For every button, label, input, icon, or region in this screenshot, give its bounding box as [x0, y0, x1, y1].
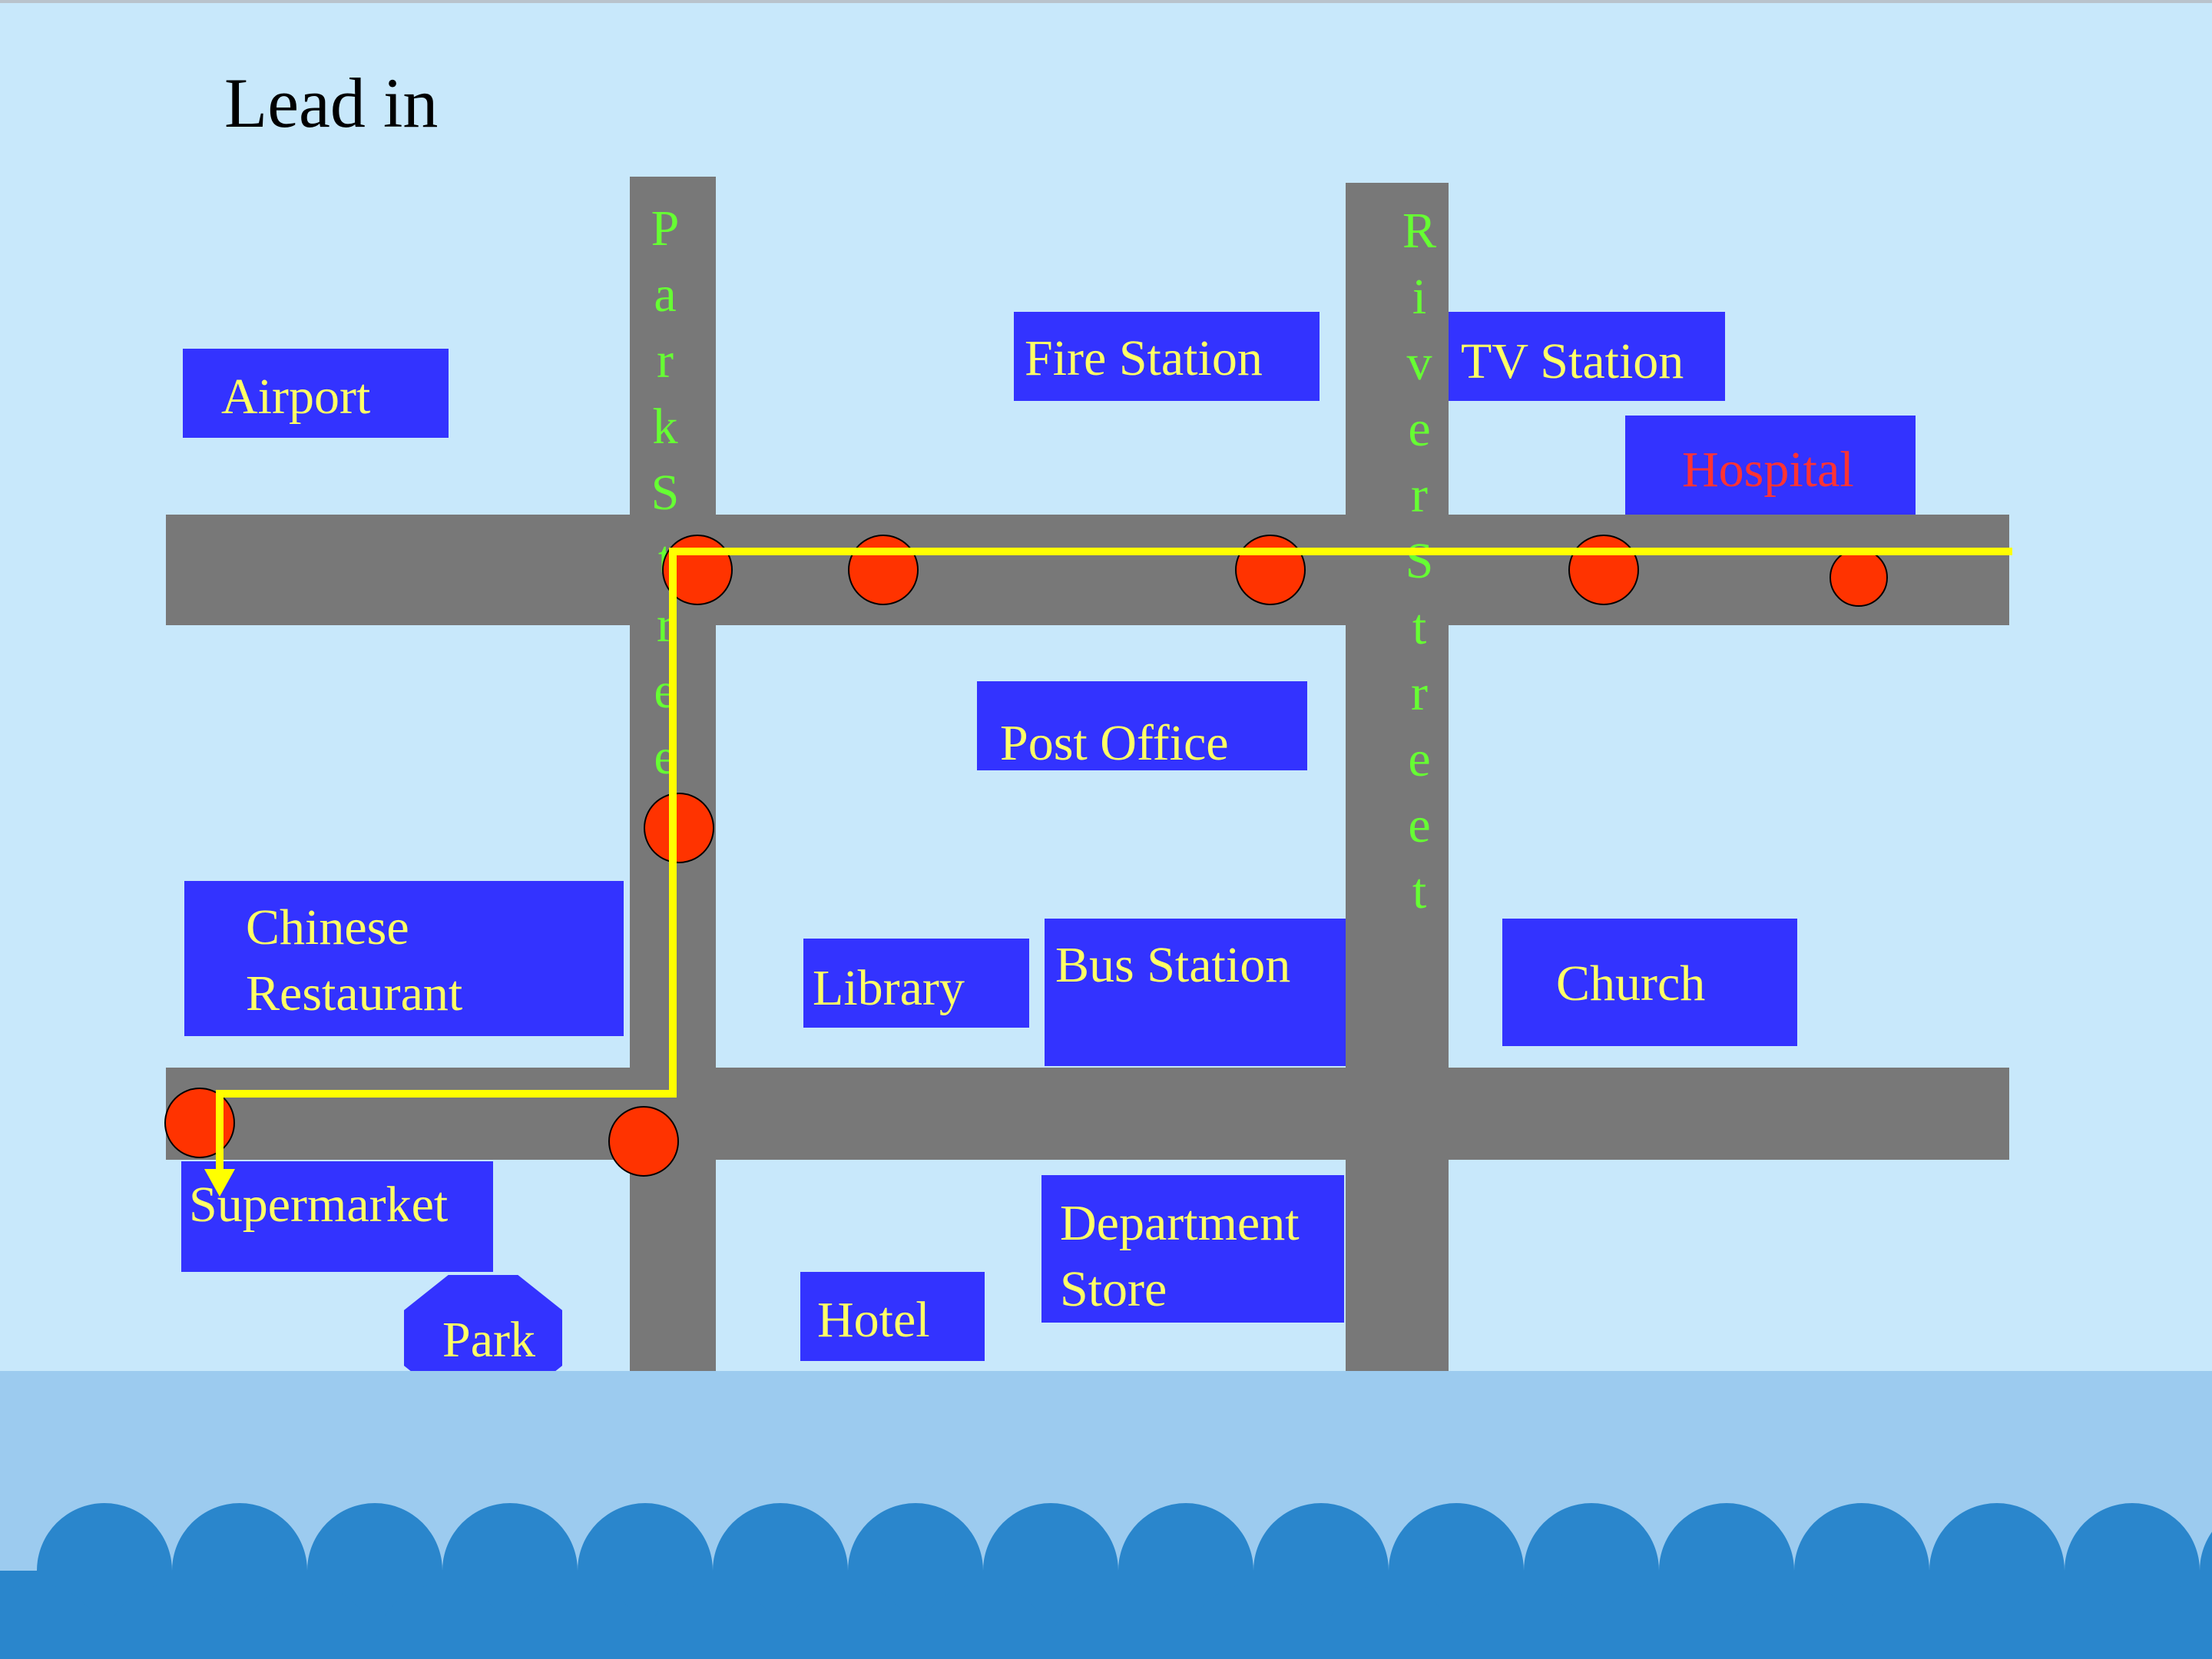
bus-station-box[interactable]: Bus Station	[1045, 919, 1346, 1066]
hotel-label: Hotel	[817, 1292, 930, 1348]
bus-stops	[164, 535, 1888, 1177]
wave-icon	[375, 1584, 510, 1659]
wave-icon	[1186, 1584, 1321, 1659]
river-street-letter: e	[1408, 731, 1431, 787]
wave-icon	[0, 1584, 104, 1659]
river-street-letter: t	[1412, 863, 1427, 919]
airport-label: Airport	[221, 369, 371, 425]
church-label: Church	[1556, 955, 1706, 1012]
chinese-restaurant-line-1: Chinese	[246, 899, 409, 955]
slide-title: Lead in	[224, 64, 439, 142]
wave-icon	[1456, 1584, 1591, 1659]
park-label: Park	[442, 1312, 535, 1368]
park-street-letter: a	[654, 267, 677, 323]
chinese-restaurant-line-2: Restaurant	[246, 965, 463, 1022]
river-street-letter: R	[1402, 203, 1437, 259]
bus-station-label: Bus Station	[1055, 937, 1291, 993]
airport-box[interactable]: Airport	[183, 349, 449, 438]
wave-icon	[645, 1584, 780, 1659]
river-street-letter: v	[1406, 335, 1432, 391]
wave-icon	[916, 1584, 1051, 1659]
river-street-letter: r	[1411, 467, 1428, 523]
church-box[interactable]: Church	[1502, 919, 1797, 1046]
post-office-label: Post Office	[1000, 715, 1229, 771]
bus-stop-icon	[848, 535, 919, 605]
chinese-restaurant-box[interactable]: Chinese Restaurant	[184, 881, 624, 1036]
library-box[interactable]: Library	[803, 939, 1029, 1028]
department-store-box[interactable]: Department Store	[1041, 1175, 1344, 1323]
bus-stop-icon	[608, 1106, 679, 1177]
river-street-letter: e	[1408, 401, 1431, 457]
supermarket-label: Supermarket	[189, 1177, 449, 1233]
bus-stop-icon	[1830, 548, 1888, 607]
department-store-line-2: Store	[1060, 1261, 1167, 1317]
tv-station-box[interactable]: TV Station	[1449, 312, 1725, 401]
hospital-box[interactable]: Hospital	[1625, 416, 1916, 515]
wave-icon	[510, 1584, 645, 1659]
hospital-label: Hospital	[1682, 442, 1854, 498]
wave-icon	[1051, 1584, 1186, 1659]
river-street-letter: e	[1408, 797, 1431, 853]
wave-icon	[1321, 1584, 1456, 1659]
river-street-letter: r	[1411, 665, 1428, 721]
road-river-street	[1346, 183, 1449, 1382]
top-border	[0, 0, 2212, 3]
tv-station-label: TV Station	[1461, 333, 1684, 389]
route-line	[216, 548, 2012, 1183]
river-street-letter: t	[1412, 599, 1427, 655]
library-label: Library	[813, 960, 965, 1016]
supermarket-box[interactable]: Supermarket	[181, 1161, 493, 1272]
wave-icon	[780, 1584, 916, 1659]
road-bottom-horizontal	[166, 1068, 2009, 1160]
bus-stop-icon	[1568, 535, 1639, 605]
river-street-letter: i	[1412, 269, 1427, 325]
park-street-letter: P	[651, 200, 680, 257]
wave-pattern	[0, 1503, 2212, 1659]
bus-stop-icon	[164, 1088, 235, 1158]
park-street-letter: k	[652, 399, 678, 455]
hotel-box[interactable]: Hotel	[800, 1272, 985, 1361]
bus-stop-icon	[644, 793, 714, 863]
wave-icon	[2132, 1584, 2212, 1659]
department-store-line-1: Department	[1060, 1195, 1300, 1251]
wave-icon	[240, 1584, 375, 1659]
wave-icon	[1591, 1584, 1727, 1659]
river-street-letter: S	[1405, 533, 1434, 589]
road-top-horizontal	[166, 515, 2009, 625]
bus-stop-icon	[1235, 535, 1306, 605]
park-street-letter: r	[657, 333, 674, 389]
wave-icon	[1727, 1584, 1862, 1659]
wave-icon	[1997, 1584, 2132, 1659]
fire-station-label: Fire Station	[1025, 330, 1263, 386]
wave-icon	[104, 1584, 240, 1659]
wave-icon	[1862, 1584, 1997, 1659]
post-office-box[interactable]: Post Office	[977, 681, 1307, 771]
route-arrow-icon	[204, 1169, 235, 1197]
park-street-letter: S	[651, 465, 680, 521]
fire-station-box[interactable]: Fire Station	[1014, 312, 1320, 401]
